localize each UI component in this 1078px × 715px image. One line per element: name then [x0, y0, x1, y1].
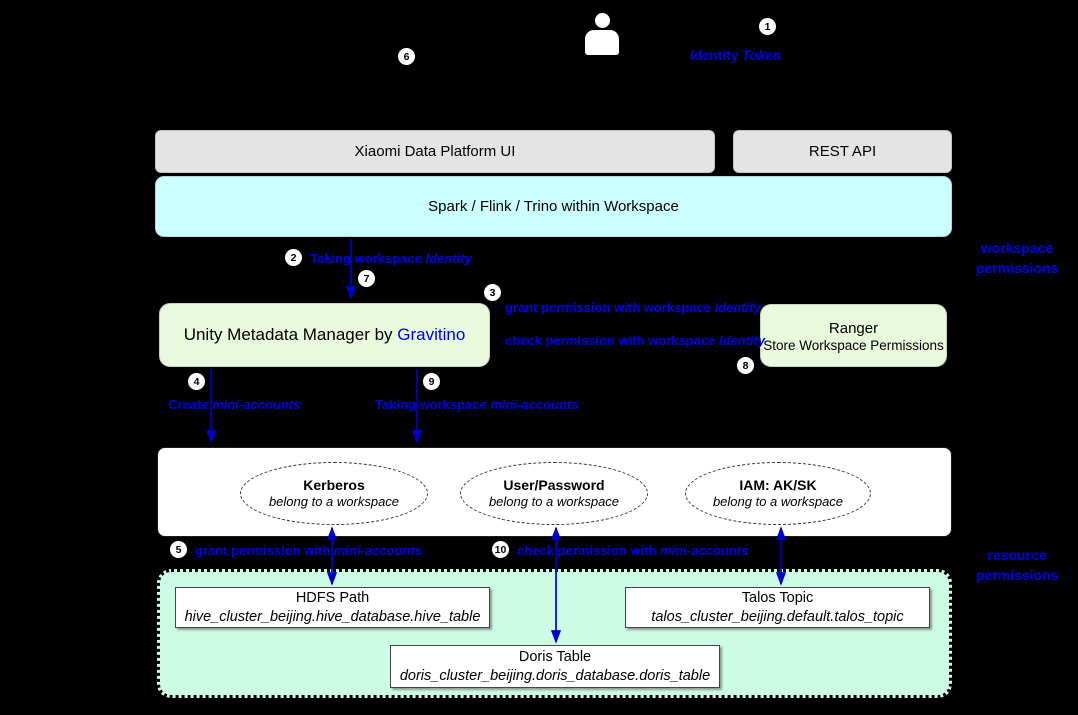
step-badge-8: 8 — [736, 356, 755, 375]
user-icon-head — [594, 13, 610, 28]
node-ranger: Ranger Store Workspace Permissions — [760, 304, 947, 367]
kerberos-title: Kerberos — [303, 477, 365, 493]
label-text-italic: Identity — [718, 333, 766, 348]
note-line: workspace — [980, 240, 1054, 256]
user-password-subtitle: belong to a workspace — [488, 494, 620, 509]
node-talos-topic: Talos Topic talos_cluster_beijing.defaul… — [625, 587, 930, 628]
label-text: Identity — [690, 48, 742, 63]
note-line: permissions — [975, 567, 1059, 583]
gravitino-link[interactable]: Gravitino — [397, 325, 466, 344]
badge-num: 8 — [742, 359, 749, 372]
label-text: check permission with — [517, 543, 661, 558]
label-text: Taking workspace — [375, 397, 491, 412]
kerberos-subtitle: belong to a workspace — [268, 494, 400, 509]
doris-title: Doris Table — [518, 648, 592, 665]
label-grant-workspace-identity: grant permission with workspace Identity — [505, 300, 761, 315]
step-badge-5: 5 — [169, 540, 188, 559]
user-password-title: User/Password — [503, 477, 605, 493]
node-user-password: User/Password belong to a workspace — [460, 462, 648, 525]
badge-num: 6 — [403, 50, 410, 63]
label-check-workspace-identity: check permission with workspace Identity — [505, 333, 765, 348]
step-badge-9: 9 — [422, 372, 441, 391]
label-text: check permission with workspace — [505, 333, 719, 348]
iam-subtitle: belong to a workspace — [712, 494, 844, 509]
label-text-italic: mini-accounts — [333, 543, 422, 558]
badge-num: 3 — [489, 286, 496, 299]
hdfs-subtitle: hive_cluster_beijing.hive_database.hive_… — [184, 608, 481, 625]
badge-num: 1 — [764, 20, 771, 33]
node-iam-aksk: IAM: AK/SK belong to a workspace — [685, 462, 871, 525]
step-badge-7: 7 — [357, 269, 376, 288]
note-workspace-permissions: workspace permissions — [972, 238, 1062, 278]
node-engines-workspace: Spark / Flink / Trino within Workspace — [155, 176, 952, 237]
step-badge-2: 2 — [284, 248, 303, 267]
note-resource-permissions: resource permissions — [972, 545, 1062, 585]
label-text-italic: mini-accounts — [212, 397, 301, 412]
note-line: permissions — [975, 260, 1059, 276]
label-text-italic: mini-accounts — [490, 397, 579, 412]
label-check-mini-accounts: check permission with mini-accounts — [517, 543, 748, 558]
step-badge-3: 3 — [483, 283, 502, 302]
node-hdfs-path: HDFS Path hive_cluster_beijing.hive_data… — [175, 587, 490, 628]
note-line: resource — [987, 547, 1047, 563]
node-kerberos: Kerberos belong to a workspace — [240, 462, 428, 525]
label-identity-token: Identity Token — [690, 48, 781, 63]
node-label: Unity Metadata Manager by Gravitino — [184, 325, 466, 345]
ranger-subtitle: Store Workspace Permissions — [763, 337, 944, 353]
node-xiaomi-data-platform-ui: Xiaomi Data Platform UI — [155, 130, 715, 173]
label-text: Create — [168, 397, 213, 412]
label-grant-mini-accounts: grant permission with mini-accounts — [195, 543, 422, 558]
label-taking-workspace-identity: Taking workspace Identity — [310, 251, 472, 266]
node-label: Spark / Flink / Trino within Workspace — [428, 198, 679, 215]
doris-subtitle: doris_cluster_beijing.doris_database.dor… — [399, 667, 711, 684]
user-icon — [585, 13, 619, 56]
step-badge-6: 6 — [397, 47, 416, 66]
badge-num: 7 — [363, 272, 370, 285]
label-text: grant permission with workspace — [505, 300, 715, 315]
label-text: grant permission with — [195, 543, 334, 558]
label-text-italic: Token — [741, 48, 782, 63]
node-rest-api: REST API — [733, 130, 952, 173]
badge-num: 4 — [193, 375, 200, 388]
step-badge-10: 10 — [491, 540, 510, 559]
label-create-mini-accounts: Create mini-accounts — [168, 397, 300, 412]
user-icon-body — [585, 30, 619, 55]
node-label: Xiaomi Data Platform UI — [354, 143, 516, 160]
label-text-italic: Identity — [714, 300, 761, 315]
hdfs-title: HDFS Path — [295, 589, 370, 606]
label-text-italic: Identity — [425, 251, 472, 266]
node-label: REST API — [808, 143, 877, 160]
step-badge-4: 4 — [187, 372, 206, 391]
badge-num: 10 — [494, 543, 507, 556]
talos-title: Talos Topic — [741, 589, 814, 606]
node-doris-table: Doris Table doris_cluster_beijing.doris_… — [390, 645, 720, 688]
label-text: Taking workspace — [310, 251, 426, 266]
iam-title: IAM: AK/SK — [739, 477, 817, 493]
unity-label-prefix: Unity Metadata Manager by — [183, 325, 398, 344]
label-taking-mini-accounts: Taking workspace mini-accounts — [375, 397, 578, 412]
ranger-title: Ranger — [828, 319, 879, 337]
talos-subtitle: talos_cluster_beijing.default.talos_topi… — [651, 608, 904, 625]
node-unity-metadata-manager: Unity Metadata Manager by Gravitino — [159, 303, 490, 367]
step-badge-1: 1 — [758, 17, 777, 36]
badge-num: 5 — [175, 543, 182, 556]
label-text-italic: mini-accounts — [660, 543, 749, 558]
badge-num: 9 — [428, 375, 435, 388]
badge-num: 2 — [290, 251, 297, 264]
